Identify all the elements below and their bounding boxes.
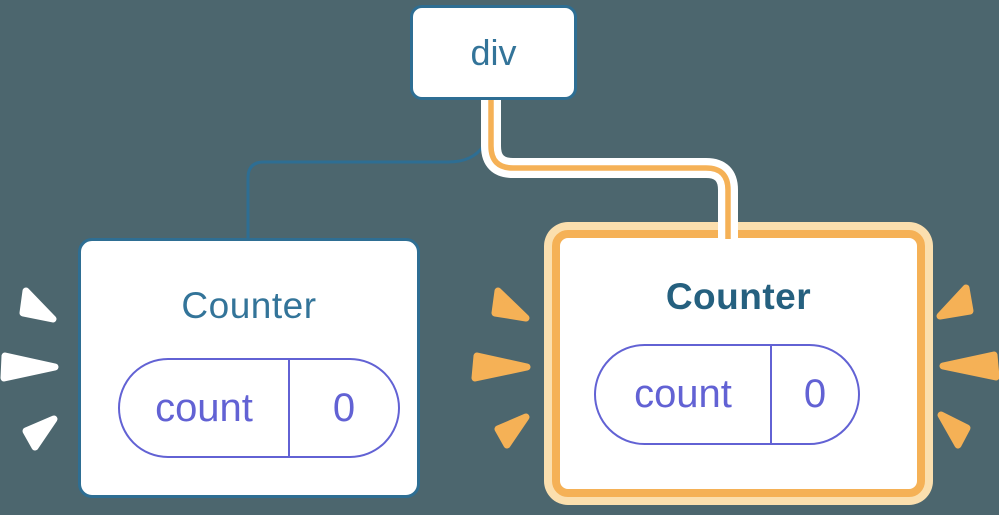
state-key-label: count — [634, 372, 732, 416]
flash-mark-left-middle-icon — [0, 352, 59, 382]
state-value: 0 — [288, 360, 398, 456]
flash-mark-left-top-icon — [19, 287, 57, 323]
right-counter-title: Counter — [665, 276, 812, 317]
state-value: 0 — [770, 346, 858, 443]
right-counter-state-pill: count 0 — [594, 344, 860, 445]
flash-mark-left-bottom-icon — [22, 415, 58, 451]
flash-mark-mid-middle-icon — [471, 352, 531, 382]
flash-mark-right-bottom-icon — [937, 411, 971, 449]
flash-mark-right-middle-icon — [939, 351, 999, 381]
root-node-div: div — [410, 5, 577, 100]
state-key-label: count — [155, 385, 253, 430]
flash-mark-mid-bottom-icon — [494, 413, 530, 449]
left-counter-title: Counter — [181, 285, 317, 326]
right-counter-highlight-ring: Counter count 0 — [544, 222, 933, 505]
right-counter-card: Counter count 0 — [552, 230, 925, 497]
left-counter-state-pill: count 0 — [118, 358, 400, 458]
highlighted-connector-line — [488, 98, 731, 239]
highlighted-connector-casing — [481, 98, 738, 239]
flash-mark-right-top-icon — [936, 284, 974, 320]
left-counter-card: Counter count 0 — [78, 238, 420, 498]
left-connector-line — [246, 101, 494, 242]
flash-mark-mid-top-icon — [491, 287, 530, 322]
root-node-label: div — [470, 31, 517, 73]
